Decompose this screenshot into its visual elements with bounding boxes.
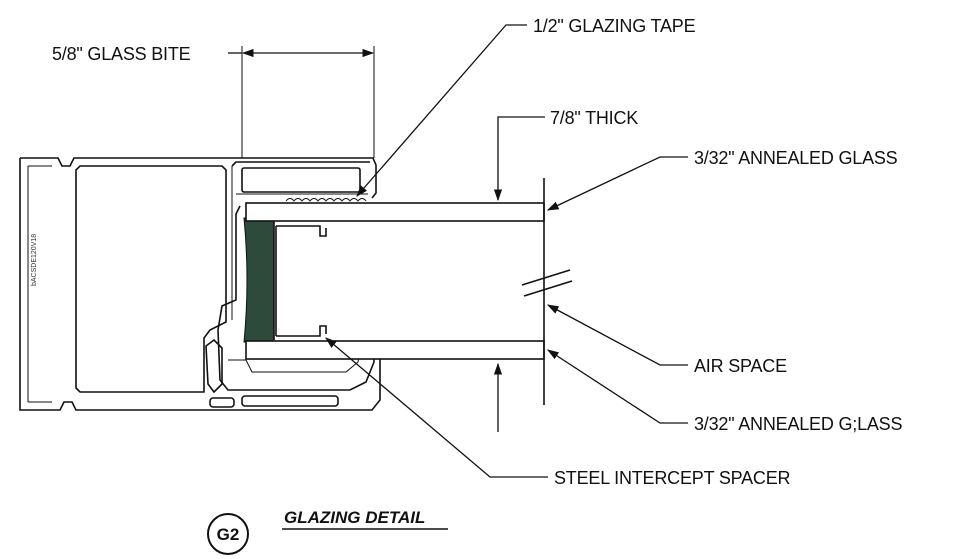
aluminum-frame-profile	[19, 157, 381, 411]
glass-pane-inner	[245, 340, 545, 360]
detail-title-text: GLAZING DETAIL	[284, 508, 425, 527]
leader-air-space	[546, 304, 688, 366]
thick-dimension-top	[493, 116, 545, 202]
label-steel-spacer: STEEL INTERCEPT SPACER	[554, 468, 791, 488]
label-annealed-glass-bottom: 3/32" ANNEALED G;LASS	[694, 414, 902, 434]
label-glazing-tape: 1/2" GLAZING TAPE	[533, 16, 696, 36]
label-annealed-glass-top: 3/32" ANNEALED GLASS	[694, 148, 898, 168]
leader-glazing-tape	[356, 24, 527, 197]
label-thick: 7/8" THICK	[550, 108, 638, 128]
steel-intercept-spacer	[273, 222, 327, 340]
label-glass-bite: 5/8" GLASS BITE	[52, 44, 191, 64]
break-symbol	[521, 269, 573, 297]
sealant-heel-bead	[243, 217, 275, 343]
leader-steel-spacer	[325, 337, 548, 478]
glass-bite-extension-lines	[241, 46, 375, 158]
detail-badge: G2	[217, 525, 240, 544]
leader-annealed-glass-top	[546, 156, 688, 211]
label-air-space: AIR SPACE	[694, 356, 787, 376]
leader-annealed-glass-bottom	[547, 349, 688, 424]
detail-title: G2 GLAZING DETAIL	[207, 508, 448, 555]
glass-pane-outer	[245, 202, 545, 222]
detail-badge-circle	[207, 513, 249, 555]
frame-part-stamp: bACSDE120V18	[31, 234, 38, 286]
